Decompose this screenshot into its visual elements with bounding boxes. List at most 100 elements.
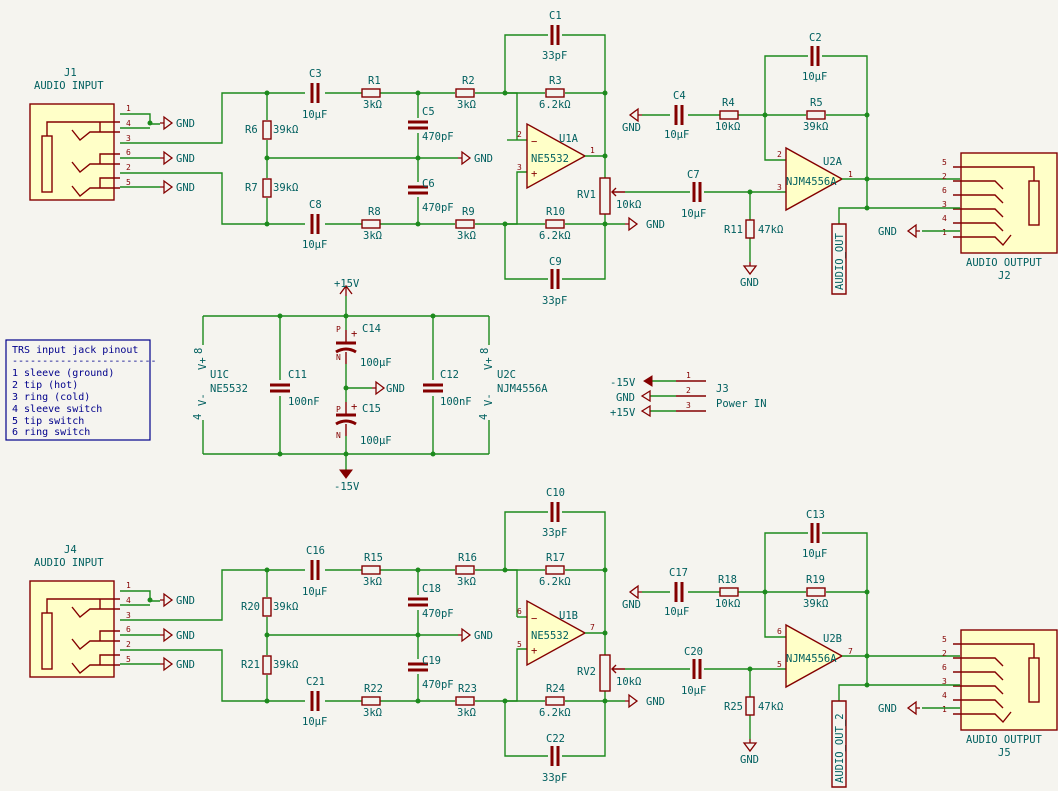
capacitor-c21[interactable]: [310, 689, 320, 713]
svg-text:+: +: [351, 328, 357, 340]
capacitor-c20[interactable]: [692, 657, 702, 681]
resistor-r4[interactable]: [719, 110, 739, 120]
resistor-r21[interactable]: [262, 655, 272, 675]
output-jack-j2[interactable]: [952, 152, 1058, 254]
resistor-r9[interactable]: [455, 219, 475, 229]
resistor-r19[interactable]: [806, 587, 826, 597]
resistor-r8[interactable]: [361, 219, 381, 229]
svg-text:6.2kΩ: 6.2kΩ: [539, 99, 571, 111]
capacitor-c22[interactable]: [550, 744, 560, 768]
svg-text:3kΩ: 3kΩ: [363, 576, 382, 588]
svg-text:R4: R4: [722, 97, 735, 109]
capacitor-c1[interactable]: [550, 23, 560, 47]
power-connector-j3[interactable]: -15V GND +15V 1 2 3 J3 Power IN: [610, 371, 767, 419]
svg-text:GND: GND: [474, 153, 493, 165]
svg-text:R23: R23: [458, 683, 477, 695]
resistor-r25[interactable]: [745, 696, 755, 716]
svg-text:1: 1: [590, 146, 595, 155]
svg-text:NE5532: NE5532: [210, 383, 248, 395]
capacitor-c14[interactable]: [335, 330, 357, 364]
capacitor-c7[interactable]: [692, 180, 702, 204]
svg-text:+15V: +15V: [334, 278, 360, 290]
input-jack-j1[interactable]: [29, 103, 121, 201]
capacitor-c18[interactable]: [406, 597, 430, 607]
svg-text:C17: C17: [669, 567, 688, 579]
potentiometer-rv1[interactable]: [599, 177, 611, 215]
svg-text:10kΩ: 10kΩ: [616, 199, 641, 211]
svg-text:3kΩ: 3kΩ: [457, 576, 476, 588]
resistor-r2[interactable]: [455, 88, 475, 98]
opamp-u2a[interactable]: [785, 146, 844, 212]
resistor-r18[interactable]: [719, 587, 739, 597]
svg-text:GND: GND: [176, 182, 195, 194]
resistor-r23[interactable]: [455, 696, 475, 706]
svg-text:3kΩ: 3kΩ: [363, 707, 382, 719]
svg-text:AUDIO OUTPUT: AUDIO OUTPUT: [966, 734, 1043, 746]
svg-text:33pF: 33pF: [542, 50, 567, 62]
resistor-r17[interactable]: [545, 565, 565, 575]
capacitor-c10[interactable]: [550, 500, 560, 524]
svg-text:R2: R2: [462, 75, 475, 87]
svg-text:470pF: 470pF: [422, 608, 454, 620]
capacitor-c4[interactable]: [674, 103, 684, 127]
capacitor-c12[interactable]: [421, 383, 445, 393]
svg-text:R24: R24: [546, 683, 565, 695]
resistor-r24[interactable]: [545, 696, 565, 706]
svg-text:3: 3: [517, 163, 522, 172]
capacitor-c13[interactable]: [810, 521, 820, 545]
svg-text:R16: R16: [458, 552, 477, 564]
svg-text:5: 5: [777, 660, 782, 669]
svg-text:3: 3: [686, 401, 691, 410]
j1-ref: J1: [64, 67, 77, 79]
svg-text:1: 1: [126, 581, 131, 590]
svg-text:AUDIO INPUT: AUDIO INPUT: [34, 557, 104, 569]
svg-text:39kΩ: 39kΩ: [273, 182, 298, 194]
svg-text:1: 1: [126, 104, 131, 113]
capacitor-c8[interactable]: [310, 212, 320, 236]
svg-text:U1B: U1B: [559, 610, 578, 622]
capacitor-c5[interactable]: [406, 120, 430, 130]
resistor-r7[interactable]: [262, 178, 272, 198]
svg-text:-15V: -15V: [334, 481, 360, 493]
capacitor-c3[interactable]: [310, 81, 320, 105]
svg-text:470pF: 470pF: [422, 131, 454, 143]
svg-text:+: +: [531, 168, 537, 180]
resistor-r15[interactable]: [361, 565, 381, 575]
svg-text:2: 2: [777, 150, 782, 159]
svg-text:5: 5: [126, 178, 131, 187]
capacitor-c17[interactable]: [674, 580, 684, 604]
resistor-r11[interactable]: [745, 219, 755, 239]
input-jack-j4[interactable]: [29, 580, 121, 678]
output-jack-j5[interactable]: [952, 629, 1058, 731]
potentiometer-rv2[interactable]: [599, 654, 611, 692]
opamp-u1a[interactable]: [526, 122, 587, 190]
svg-text:R22: R22: [364, 683, 383, 695]
svg-text:4: 4: [942, 214, 947, 223]
resistor-r5[interactable]: [806, 110, 826, 120]
svg-text:V-: V-: [483, 393, 495, 406]
svg-text:NJM4556A: NJM4556A: [786, 653, 837, 665]
resistor-r1[interactable]: [361, 88, 381, 98]
resistor-r20[interactable]: [262, 597, 272, 617]
opamp-u2b[interactable]: [785, 623, 844, 689]
resistor-r22[interactable]: [361, 696, 381, 706]
svg-text:3kΩ: 3kΩ: [457, 99, 476, 111]
capacitor-c2[interactable]: [810, 44, 820, 68]
capacitor-c11[interactable]: [268, 383, 292, 393]
svg-text:TRS input jack pinout: TRS input jack pinout: [12, 345, 138, 356]
capacitor-c9[interactable]: [550, 267, 560, 291]
resistor-r10[interactable]: [545, 219, 565, 229]
svg-text:GND: GND: [176, 595, 195, 607]
net-label-audio-out-2: [831, 700, 847, 788]
j1-value: AUDIO INPUT: [34, 80, 104, 92]
svg-text:U1A: U1A: [559, 133, 579, 145]
resistor-r3[interactable]: [545, 88, 565, 98]
capacitor-c15[interactable]: [335, 402, 357, 436]
resistor-r6[interactable]: [262, 120, 272, 140]
capacitor-c16[interactable]: [310, 558, 320, 582]
svg-text:1 sleeve (ground): 1 sleeve (ground): [12, 368, 114, 379]
svg-text:GND: GND: [386, 383, 405, 395]
resistor-r16[interactable]: [455, 565, 475, 575]
svg-text:J2: J2: [998, 270, 1011, 282]
opamp-u1b[interactable]: [526, 599, 587, 667]
